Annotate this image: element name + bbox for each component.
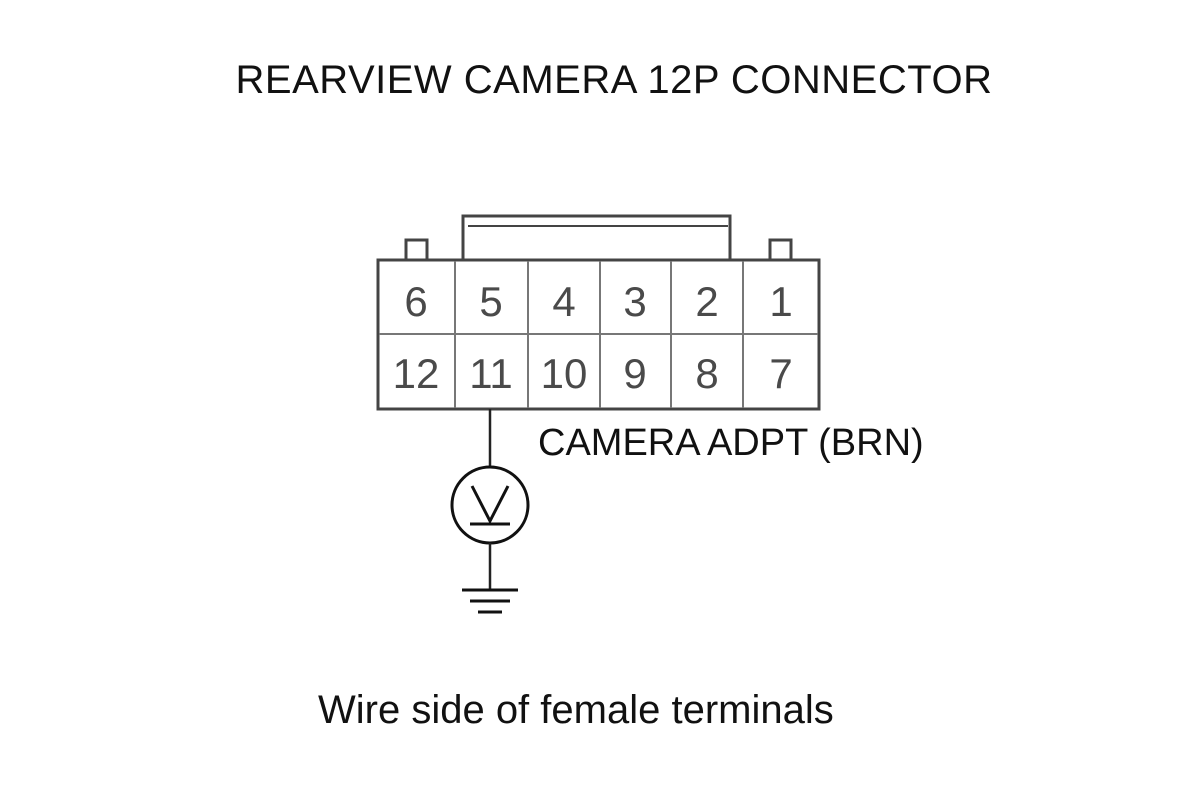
connector-lock-tab [461, 214, 732, 260]
connector-right-nub [768, 238, 793, 260]
connector-bottom-row: 12 11 10 9 8 7 [393, 350, 793, 397]
pin-4: 4 [552, 278, 575, 325]
ground-icon [462, 588, 518, 614]
voltmeter-icon [450, 465, 530, 545]
pin-3: 3 [623, 278, 646, 325]
diagram-caption: Wire side of female terminals [318, 688, 834, 732]
pin-7: 7 [769, 350, 792, 397]
wire-label: CAMERA ADPT (BRN) [538, 422, 924, 464]
pin-8: 8 [695, 350, 718, 397]
pin-12: 12 [393, 350, 440, 397]
pin-10: 10 [541, 350, 588, 397]
pin-9: 9 [623, 350, 646, 397]
connector-grid [379, 261, 818, 408]
pin-1: 1 [769, 278, 792, 325]
pin-5: 5 [479, 278, 502, 325]
connector-left-nub [404, 238, 429, 260]
pin-11: 11 [469, 350, 513, 397]
diagram-title: REARVIEW CAMERA 12P CONNECTOR [235, 58, 993, 102]
pin-2: 2 [695, 278, 718, 325]
connector-top-row: 6 5 4 3 2 1 [404, 278, 792, 325]
pin-6: 6 [404, 278, 427, 325]
